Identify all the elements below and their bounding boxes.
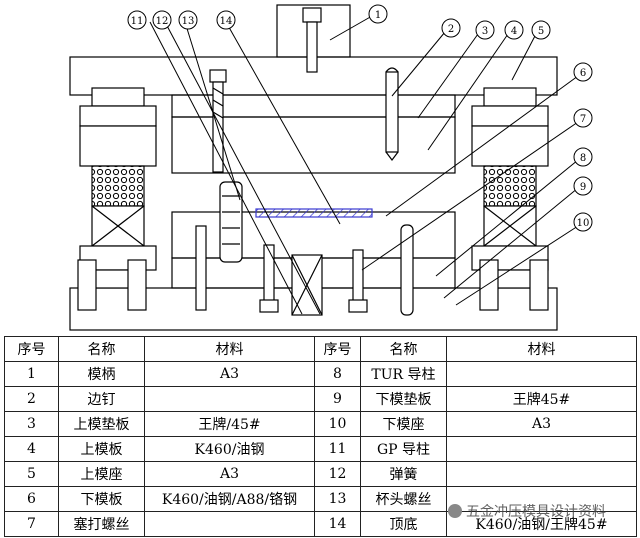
table-row: 7 塞打螺丝 14 顶底 K460/油钢/王牌45#: [4, 511, 637, 537]
callout-6: 6: [580, 68, 586, 79]
table-row: 1 模柄 A3 8 TUR 导柱: [4, 361, 637, 387]
table-cell: [446, 461, 637, 487]
table-cell: [144, 386, 315, 412]
header-cell: 材料: [144, 336, 315, 362]
table-cell: 4: [4, 436, 59, 462]
watermark-text: 五金冲压模具设计资料: [466, 504, 606, 520]
table-row: 2 边钉 9 下模垫板 王牌45#: [4, 386, 637, 412]
table-cell: 顶底: [360, 511, 447, 537]
table-cell: [446, 361, 637, 387]
table-cell: K460/油钢/A88/铬钢: [144, 486, 315, 512]
table-cell: 6: [4, 486, 59, 512]
table-cell: 10: [314, 411, 361, 437]
table-cell: 11: [314, 436, 361, 462]
table-cell: 14: [314, 511, 361, 537]
header-cell: 材料: [446, 336, 637, 362]
table-cell: 模柄: [58, 361, 145, 387]
table-row: 6 下模板 K460/油钢/A88/铬钢 13 杯头螺丝: [4, 486, 637, 512]
table-cell: 边钉: [58, 386, 145, 412]
parts-table: 序号 名称 材料 序号 名称 材料 1 模柄 A3 8 TUR 导柱 2 边钉 …: [4, 336, 637, 537]
table-cell: 下模座: [360, 411, 447, 437]
table-row: 4 上模板 K460/油钢 11 GP 导柱: [4, 436, 637, 462]
table-cell: 杯头螺丝: [360, 486, 447, 512]
table-cell: A3: [144, 461, 315, 487]
upper-die-plate: [171, 116, 456, 174]
table-cell: 13: [314, 486, 361, 512]
table-cell: K460/油钢: [144, 436, 315, 462]
table-cell: 3: [4, 411, 59, 437]
table-cell: 1: [4, 361, 59, 387]
header-cell: 名称: [360, 336, 447, 362]
table-cell: [446, 436, 637, 462]
callout-10: 10: [577, 218, 590, 229]
callout-11: 11: [131, 16, 144, 27]
table-cell: A3: [144, 361, 315, 387]
callout-13: 13: [182, 16, 195, 27]
mold-assembly-drawing: 1 2 3 4 5 6 7 8 9 10 11 12 13 14: [69, 4, 593, 331]
table-cell: 下模板: [58, 486, 145, 512]
table-cell: 9: [314, 386, 361, 412]
table-cell: 下模垫板: [360, 386, 447, 412]
table-cell: [446, 486, 637, 512]
table-header-row: 序号 名称 材料 序号 名称 材料: [4, 336, 637, 362]
watermark: 五金冲压模具设计资料: [448, 500, 638, 522]
table-cell: 王牌/45#: [144, 411, 315, 437]
table-cell: 王牌45#: [446, 386, 637, 412]
callout-5: 5: [538, 26, 544, 37]
callout-1: 1: [375, 10, 381, 21]
table-cell: 上模垫板: [58, 411, 145, 437]
table-cell: 2: [4, 386, 59, 412]
table-cell: TUR 导柱: [360, 361, 447, 387]
table-cell: 弹簧: [360, 461, 447, 487]
header-cell: 序号: [314, 336, 361, 362]
callout-14: 14: [220, 16, 233, 27]
callout-2: 2: [448, 24, 454, 35]
hatched-top-block: [255, 208, 373, 218]
table-cell: 5: [4, 461, 59, 487]
table-cell: 8: [314, 361, 361, 387]
table-cell: GP 导柱: [360, 436, 447, 462]
table-cell: [144, 511, 315, 537]
table-cell: 7: [4, 511, 59, 537]
table-cell: 塞打螺丝: [58, 511, 145, 537]
table-cell: K460/油钢/王牌45#: [446, 511, 637, 537]
callout-8: 8: [580, 153, 586, 164]
table-cell: 上模座: [58, 461, 145, 487]
table-cell: A3: [446, 411, 637, 437]
wechat-logo-icon: [448, 504, 462, 518]
table-row: 5 上模座 A3 12 弹簧: [4, 461, 637, 487]
table-cell: 12: [314, 461, 361, 487]
header-cell: 序号: [4, 336, 59, 362]
table-row: 3 上模垫板 王牌/45# 10 下模座 A3: [4, 411, 637, 437]
callout-4: 4: [511, 26, 517, 37]
callout-7: 7: [580, 114, 586, 125]
callout-3: 3: [482, 26, 488, 37]
callout-12: 12: [156, 16, 169, 27]
callout-9: 9: [580, 182, 586, 193]
header-cell: 名称: [58, 336, 145, 362]
table-cell: 上模板: [58, 436, 145, 462]
